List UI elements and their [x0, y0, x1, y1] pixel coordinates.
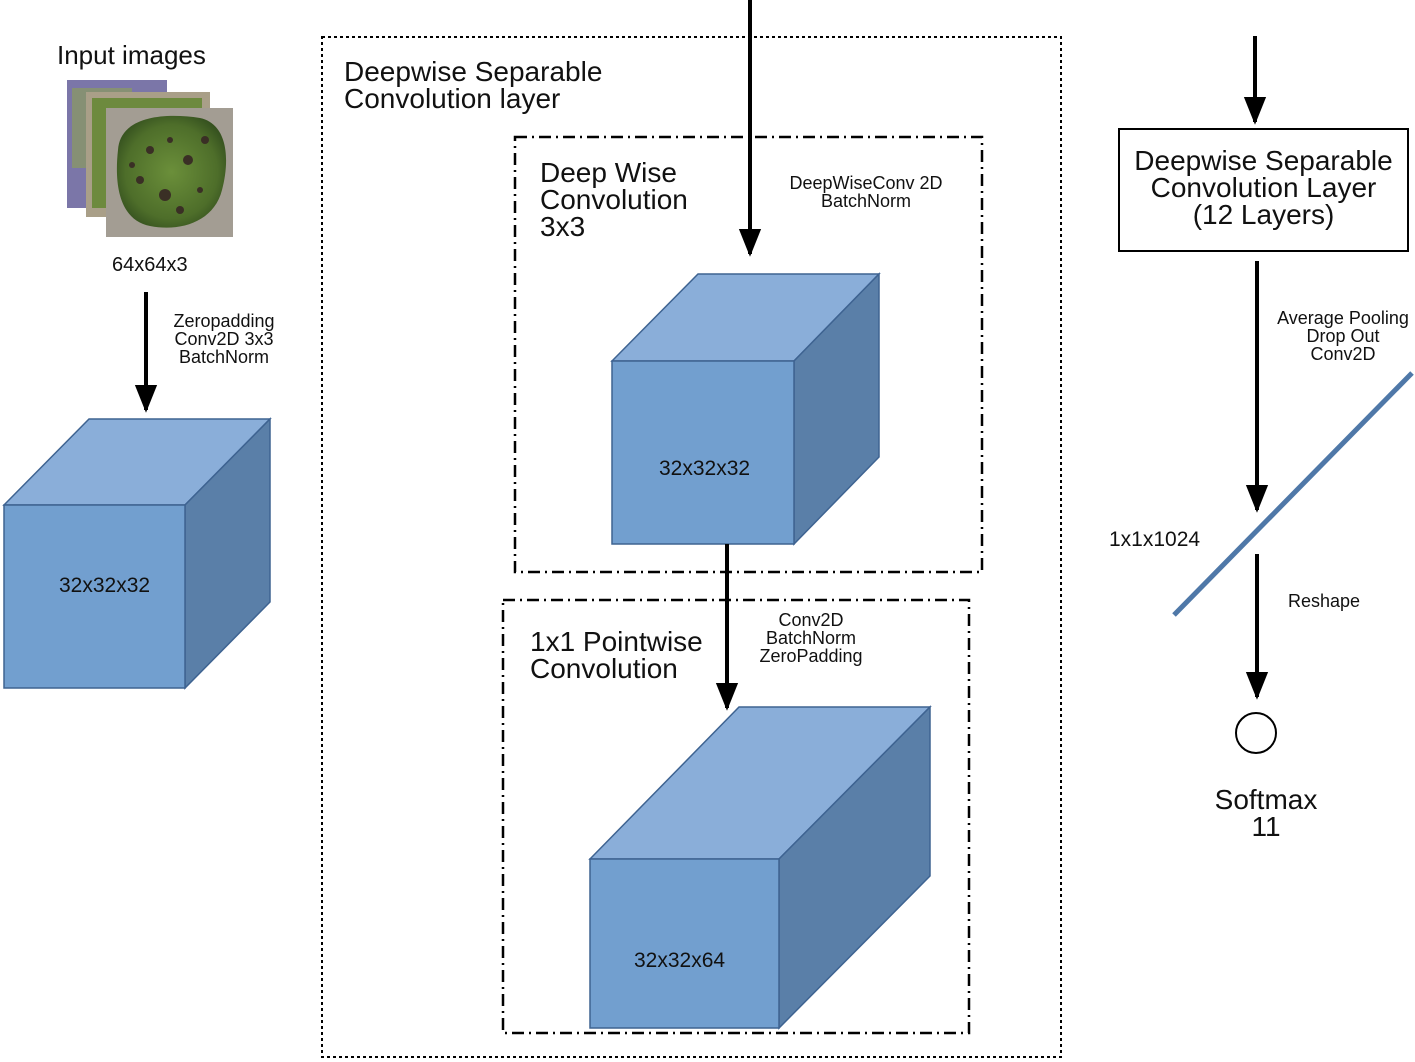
- depthwise-title-line2: Convolution: [540, 184, 688, 215]
- vector-1x1x1024: [1172, 371, 1414, 617]
- reshape-label: Reshape: [1288, 591, 1361, 611]
- pointwise-title-line1: 1x1 Pointwise: [530, 626, 703, 657]
- pointwise-ops: Conv2D BatchNorm ZeroPadding: [751, 611, 871, 665]
- cube-depthwise: [610, 272, 881, 546]
- pointwise-op-batchnorm: BatchNorm: [765, 628, 857, 648]
- right-op-dropout: Drop Out: [1306, 326, 1380, 346]
- pointwise-op-conv2d: Conv2D: [778, 610, 844, 630]
- pointwise-box: [501, 598, 971, 1035]
- vector-label: 1x1x1024: [1109, 528, 1201, 551]
- softmax-title: Softmax: [1214, 784, 1318, 815]
- depthwise-op-conv: DeepWiseConv 2D: [789, 173, 943, 193]
- dws-block-line2: Convolution Layer: [1150, 172, 1377, 203]
- cube-pointwise-label: 32x32x64: [634, 949, 726, 972]
- input-images-title: Input images: [57, 40, 206, 70]
- cube-pointwise-front: [589, 858, 780, 1029]
- dws-block-title: Deepwise Separable Convolution Layer (12…: [1119, 145, 1408, 230]
- dws-outer-title-line1: Deepwise Separable: [344, 56, 603, 87]
- dws-outer-box: [321, 36, 1062, 1058]
- cube-first-front: [3, 504, 186, 689]
- dws-outer-title-line2: Convolution layer: [344, 83, 561, 114]
- dws-block-line1: Deepwise Separable: [1134, 145, 1393, 176]
- cube-first-label: 32x32x32: [59, 574, 151, 597]
- pointwise-title: 1x1 Pointwise Convolution: [530, 626, 703, 684]
- softmax-classes: 11: [1251, 811, 1281, 842]
- input-op-batchnorm: BatchNorm: [178, 347, 270, 367]
- softmax-label: Softmax 11: [1196, 784, 1336, 842]
- input-op-conv2d: Conv2D 3x3: [174, 329, 274, 349]
- dws-outer-title: Deepwise Separable Convolution layer: [344, 56, 603, 114]
- depthwise-title-line1: Deep Wise: [540, 157, 677, 188]
- dws-block-line3: (12 Layers): [1192, 199, 1335, 230]
- right-op-conv2d: Conv2D: [1310, 344, 1376, 364]
- right-op-avgpool: Average Pooling: [1277, 308, 1409, 328]
- cube-first: [2, 417, 272, 690]
- cube-depthwise-front: [611, 360, 795, 545]
- cube-pointwise: [588, 705, 932, 1030]
- cube-depthwise-label: 32x32x32: [659, 457, 751, 480]
- depthwise-ops: DeepWiseConv 2D BatchNorm: [776, 174, 956, 210]
- input-op-zeropadding: Zeropadding: [173, 311, 275, 331]
- depthwise-title: Deep Wise Convolution 3x3: [540, 157, 688, 242]
- dws-block-box: [1118, 128, 1409, 252]
- depthwise-title-line3: 3x3: [540, 211, 586, 242]
- pointwise-title-line2: Convolution: [530, 653, 678, 684]
- right-ops: Average Pooling Drop Out Conv2D: [1268, 309, 1415, 363]
- input-size-label: 64x64x3: [112, 254, 188, 276]
- depthwise-op-batchnorm: BatchNorm: [820, 191, 912, 211]
- pointwise-op-zeropadding: ZeroPadding: [759, 646, 863, 666]
- input-images-stack: [67, 80, 233, 237]
- softmax-node: [1235, 712, 1277, 754]
- input-ops: Zeropadding Conv2D 3x3 BatchNorm: [164, 312, 284, 366]
